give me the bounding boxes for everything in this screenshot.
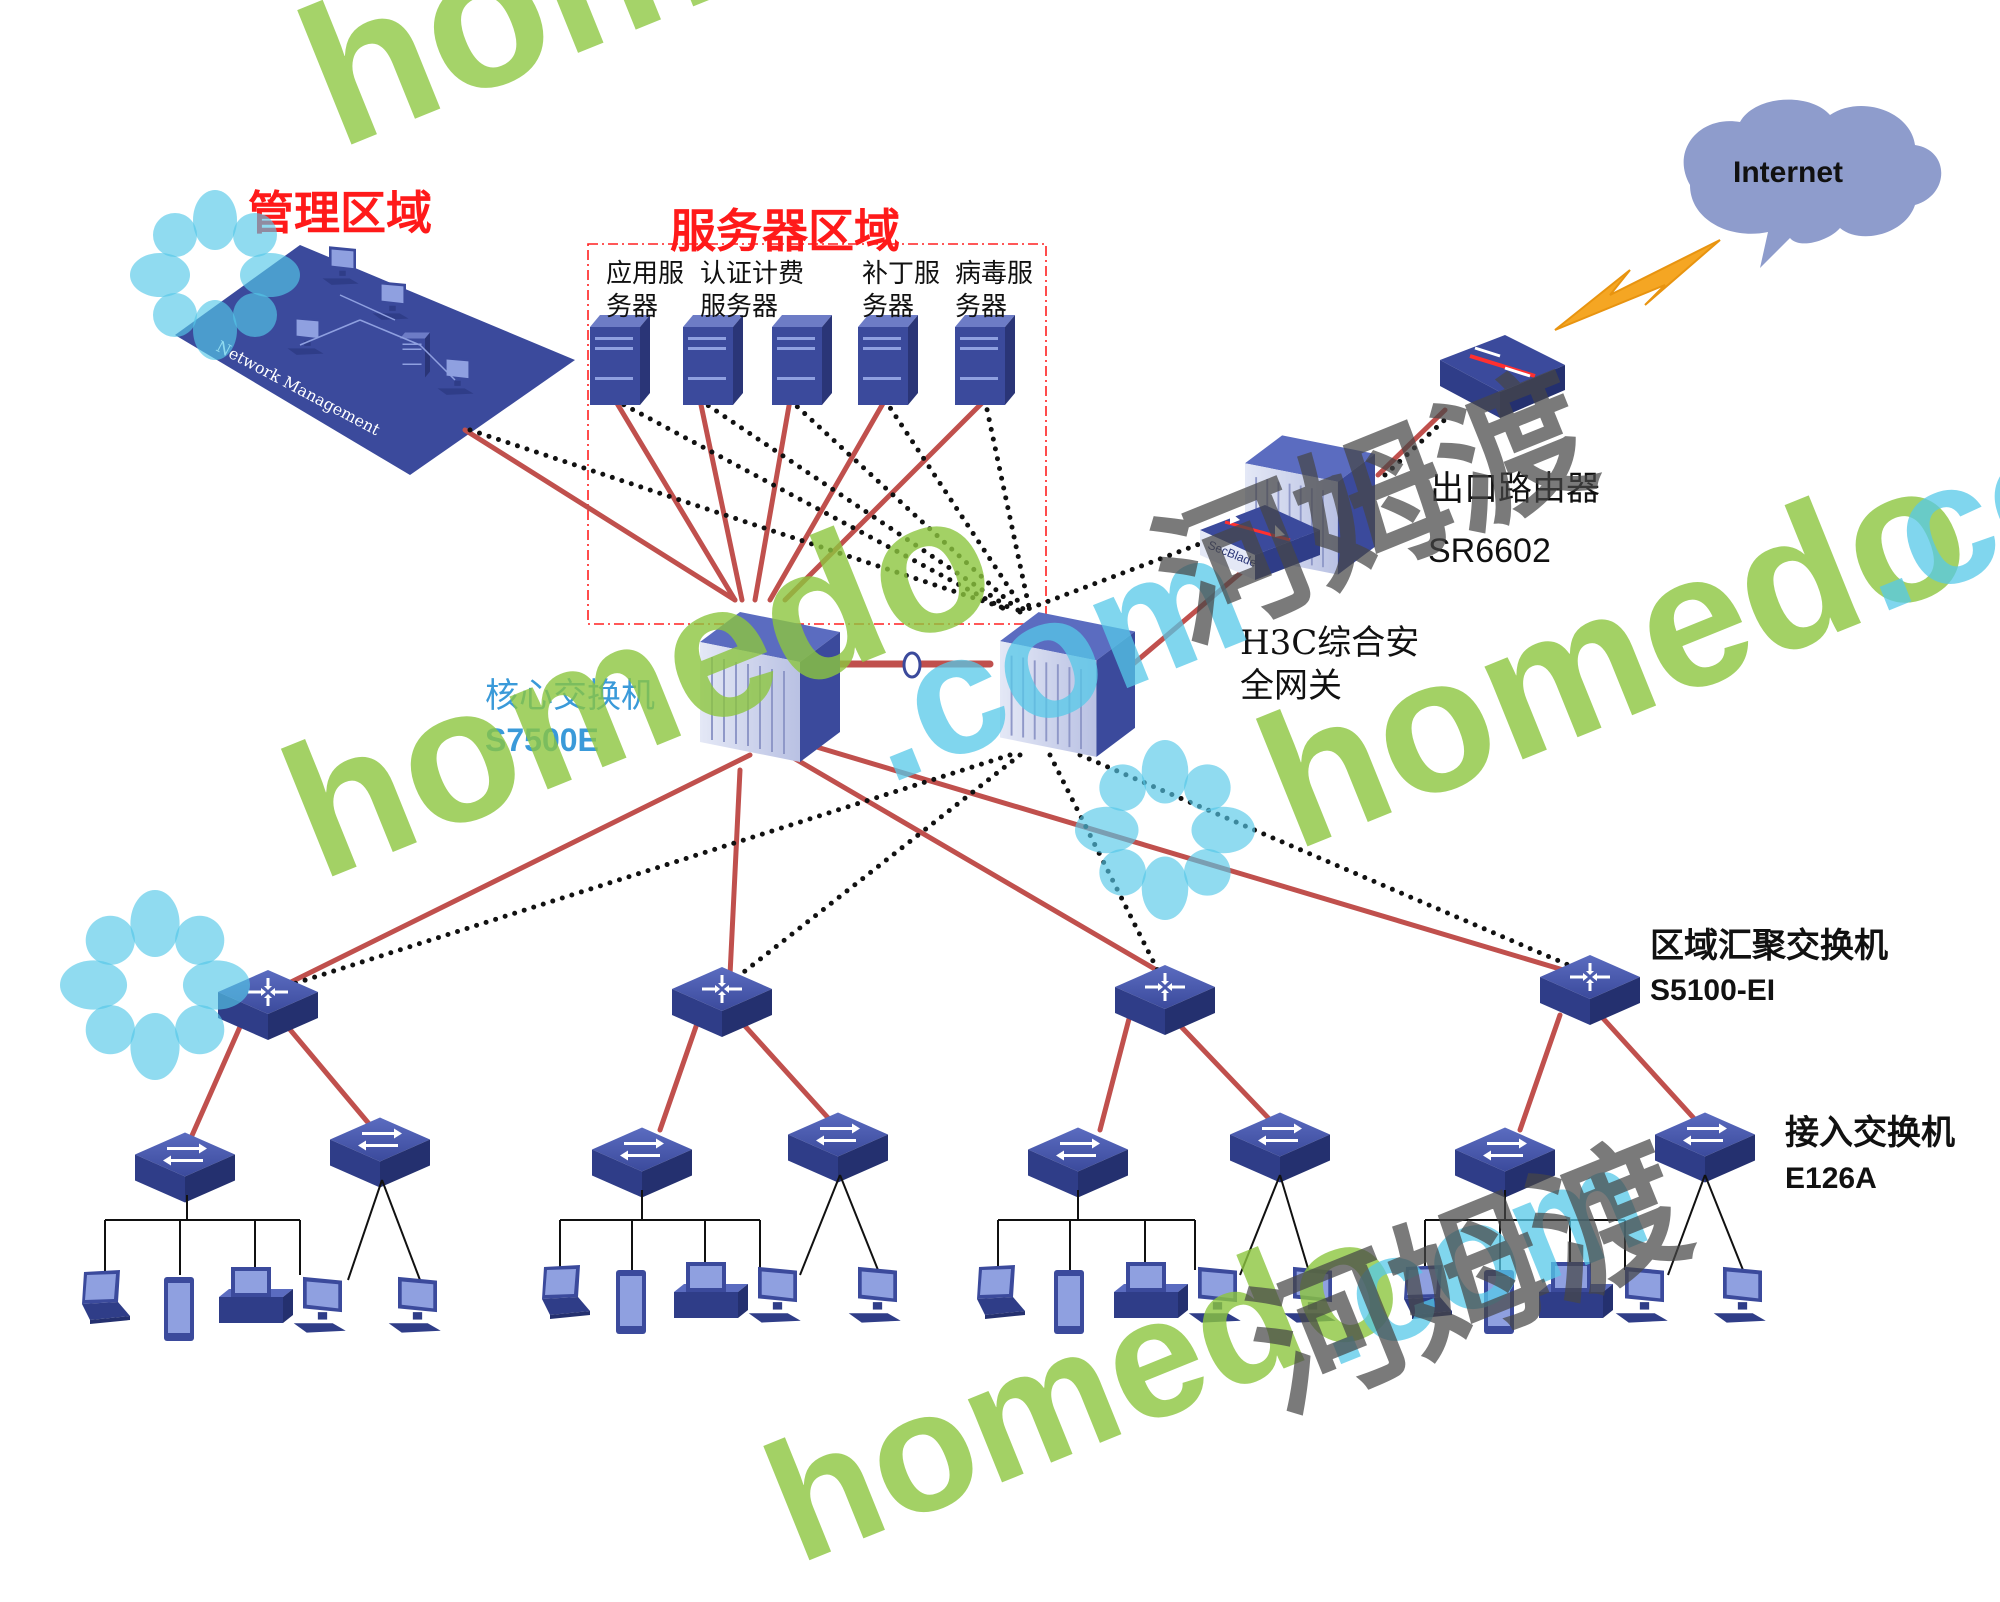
tablet-icon [616,1270,646,1334]
desktop-icon [674,1262,748,1318]
laptop-icon [542,1265,590,1319]
access-switch-2-icon [330,1115,430,1190]
aggregation-switch-label: 区域汇聚交换机 [1650,926,1888,966]
gateway-device: SecBlade [1200,434,1375,580]
core-switch-a-icon [700,610,840,764]
monitor-icon [748,1266,801,1323]
patch-server-icon [858,315,918,405]
server-area-title: 服务器区域 [670,204,900,258]
monitor-icon [848,1266,901,1323]
watermark-flower-logo-icon [1075,740,1255,920]
core-switch-label: 核心交换机 [485,676,655,716]
monitor-icon [1283,1266,1336,1323]
tablet-icon [164,1277,194,1341]
tablet-icon [1054,1270,1084,1334]
management-area-panel: Network Management [175,245,575,475]
access-switch-8-icon [1655,1110,1755,1185]
monitor-icon [1188,1266,1241,1323]
access-switch-7-icon [1455,1125,1555,1200]
access-switch-1-icon [135,1130,235,1205]
core-switch-b-icon [1000,610,1135,759]
access-switch-6-icon [1230,1110,1330,1185]
core-switch-model: S7500E [485,722,599,758]
router-model: SR6602 [1428,532,1551,570]
laptop-icon [82,1270,130,1324]
lightning-bolt-icon [1554,239,1721,331]
aggregation-switch-2-icon [672,965,772,1039]
laptop-icon [977,1265,1025,1319]
monitor-icon [293,1276,346,1333]
monitor-icon [1615,1266,1668,1323]
internet-cloud-icon: Internet [1683,99,1942,268]
server-label-application: 应用服务器 [606,259,685,322]
desktop-icon [219,1267,293,1323]
server-label-antivirus: 病毒服务器 [955,259,1034,322]
server-icon [772,315,832,405]
tablet-icon [1484,1270,1514,1334]
server-label-auth-billing: 认证计费服务器 [700,259,805,322]
watermark-flower-logo-icon [60,890,250,1080]
link-aggregation-marker [902,651,922,679]
desktop-icon [1539,1262,1613,1318]
application-server-icon [590,315,650,405]
internet-label: Internet [1733,156,1843,189]
solid-links [187,397,1703,1143]
monitor-icon [1713,1266,1766,1323]
access-switch-model: E126A [1785,1162,1877,1195]
server-area-frame [587,243,1047,625]
aggregation-switch-model: S5100-EI [1650,974,1776,1007]
monitor-icon [388,1276,441,1333]
laptop-icon [1404,1265,1452,1319]
watermark-flower-logo-icon [130,190,300,360]
server-group [590,315,1015,405]
desktop-icon [1114,1262,1188,1318]
router-label: 出口路由器 [1430,469,1600,509]
access-switch-label: 接入交换机 [1785,1113,1955,1153]
access-switch-3-icon [592,1125,692,1200]
access-switch-5-icon [1028,1125,1128,1200]
server-label-patch: 补丁服务器 [862,259,941,322]
internet-router-device [1440,335,1565,418]
management-area-title: 管理区域 [248,186,432,240]
endpoint-devices [82,1262,1766,1341]
endpoint-wiring [104,1174,1746,1281]
auth-billing-server-icon [683,315,743,405]
access-switch-4-icon [788,1110,888,1185]
antivirus-server-icon [955,315,1015,405]
gateway-label: H3C综合安全网关 [1240,623,1420,706]
